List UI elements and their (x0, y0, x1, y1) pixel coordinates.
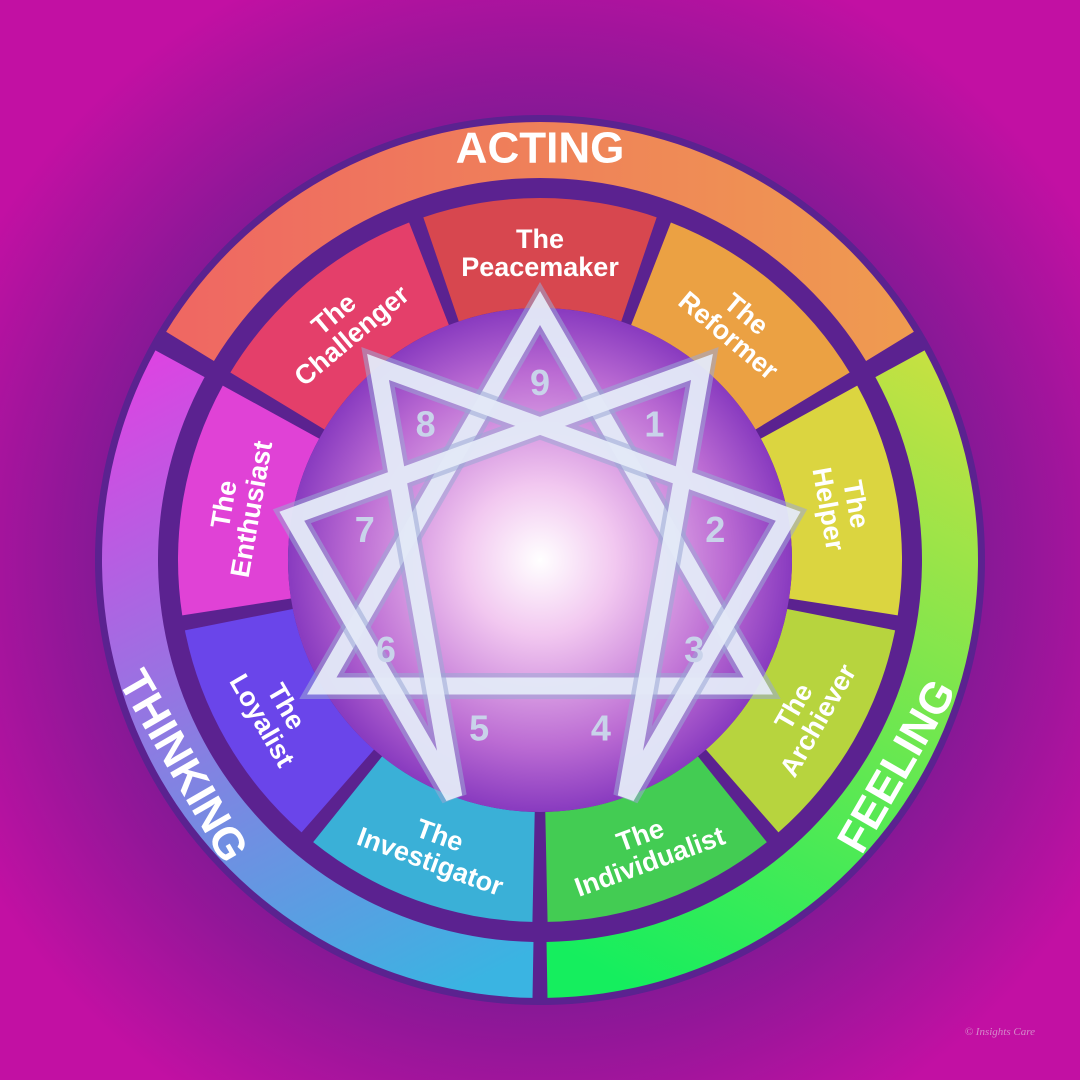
ring-segment-thinking (102, 350, 534, 998)
type-segment-5 (313, 756, 535, 922)
type-number-5: 5 (469, 707, 489, 748)
type-label-article: The (516, 224, 564, 254)
type-number-3: 3 (684, 629, 704, 670)
credit-watermark: © Insights Care (965, 1026, 1035, 1038)
type-segment-1 (631, 222, 850, 430)
outer-ring (102, 122, 978, 998)
type-segment-2 (760, 385, 902, 616)
type-number-7: 7 (355, 509, 375, 550)
group-label-acting: ACTING (456, 124, 625, 173)
type-number-2: 2 (705, 509, 725, 550)
star-band (279, 353, 801, 802)
type-number-1: 1 (644, 404, 664, 445)
type-segment-3 (705, 608, 896, 833)
type-number-9: 9 (530, 362, 550, 403)
type-numbers: 9 1 2 3 4 5 6 7 8 (355, 362, 726, 748)
type-number-6: 6 (376, 629, 396, 670)
type-number-4: 4 (591, 707, 611, 748)
type-segment-6 (184, 608, 375, 833)
type-label-name: Peacemaker (461, 252, 619, 282)
type-segment-8 (230, 222, 449, 430)
type-segment-7 (177, 385, 320, 616)
type-segment-9 (423, 198, 657, 322)
inner-ring (177, 198, 902, 922)
ring-segment-acting (166, 122, 914, 361)
star-band (307, 290, 773, 695)
type-segment-4 (545, 756, 767, 922)
enneagram-star (272, 281, 808, 804)
type-number-8: 8 (416, 404, 436, 445)
ring-segment-feeling (546, 350, 978, 998)
